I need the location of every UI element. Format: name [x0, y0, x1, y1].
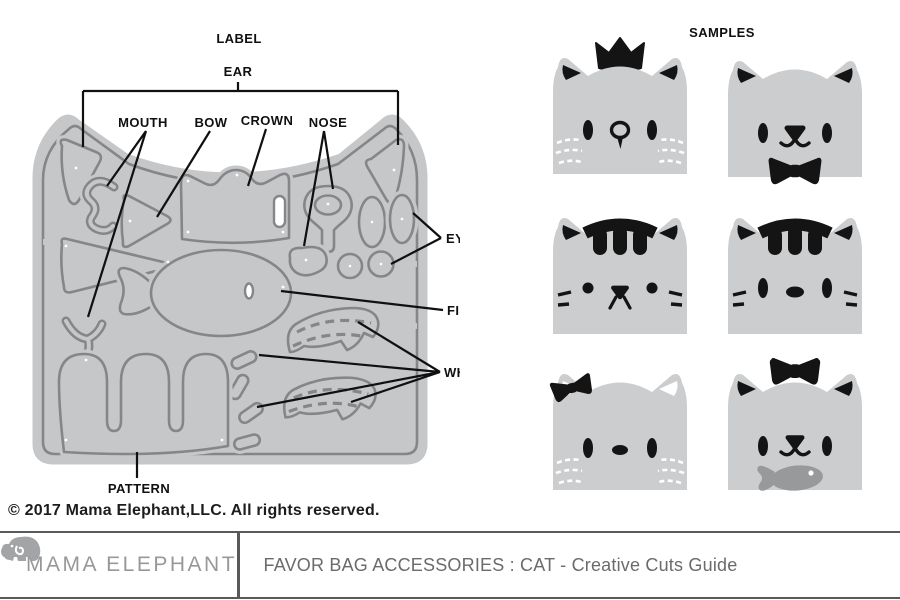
label-whiskers: WHISKERS	[444, 365, 460, 380]
crown-pointer-line	[246, 128, 268, 187]
nose-stem	[617, 137, 623, 149]
die-cut-diagram: LABEL EAR MOUTH BOW CROWN NOSE EYES FISH…	[32, 31, 460, 496]
eye-left	[583, 120, 593, 140]
pin-dots	[64, 166, 404, 442]
label-pattern: PATTERN	[108, 481, 170, 496]
die-whisker-strip-1	[283, 303, 383, 357]
sample-cat-ear-bow	[549, 372, 687, 490]
samples-title: SAMPLES	[689, 25, 755, 40]
sample-cat-bow-fish	[728, 358, 862, 491]
die-whisker-pill-4	[233, 433, 261, 450]
label-nose: NOSE	[309, 115, 347, 130]
brand-logo: MAMA ELEPHANT	[0, 536, 238, 577]
label-label: LABEL	[216, 31, 261, 46]
head-pattern-accessory	[585, 225, 655, 256]
sample-cat-pattern-ovals	[728, 218, 862, 334]
whiskers-pointer-line	[256, 321, 441, 409]
eye-right	[822, 436, 832, 456]
die-fish	[114, 245, 296, 341]
label-eyes: EYES	[446, 231, 460, 246]
eye-left	[583, 438, 593, 458]
die-label-slot	[272, 194, 287, 229]
eye-right	[647, 438, 657, 458]
nose-pointer-line	[302, 130, 335, 247]
label-fish: FISH	[447, 303, 460, 318]
mouth-legs	[608, 295, 632, 310]
ear-bracket-line	[81, 82, 400, 147]
copyright-text: © 2017 Mama Elephant,LLC. All rights res…	[8, 502, 380, 519]
elephant-icon	[1, 536, 41, 562]
fish-eye	[808, 470, 814, 476]
die-crown	[176, 165, 294, 248]
bow-pointer-line	[156, 130, 211, 218]
die-ear-left	[56, 135, 106, 209]
eye-left	[758, 123, 768, 143]
die-mouth-curl	[79, 173, 122, 238]
die-pattern	[54, 349, 233, 459]
nose	[612, 445, 628, 455]
sample-cat-bowtie	[728, 61, 862, 185]
crown-accessory	[595, 37, 645, 72]
nose	[786, 286, 804, 298]
eye-left	[758, 278, 768, 298]
brand-name: MAMA ELEPHANT	[26, 553, 238, 576]
label-ear: EAR	[224, 64, 253, 79]
fish-accessory	[757, 465, 823, 491]
samples-panel: SAMPLES	[549, 25, 862, 491]
die-nose-balloon	[299, 181, 357, 257]
footer-title: FAVOR BAG ACCESSORIES : CAT - Creative C…	[263, 554, 738, 575]
label-bow: BOW	[195, 115, 228, 130]
sample-cat-crown	[553, 37, 687, 174]
eye-right	[647, 120, 657, 140]
label-mouth: MOUTH	[118, 115, 168, 130]
fish-eye-slot	[243, 282, 255, 300]
footer-divider	[237, 533, 240, 597]
die-nose	[285, 242, 332, 280]
eye-right	[646, 282, 658, 294]
mouth-pointer-line	[86, 130, 148, 318]
eye-left	[758, 436, 768, 456]
eye-left	[582, 282, 594, 294]
sample-cat-pattern-dots	[553, 218, 687, 334]
eye-right	[822, 123, 832, 143]
head-pattern-accessory	[760, 225, 830, 256]
annotation-lines	[81, 82, 444, 478]
label-crown: CROWN	[241, 113, 294, 128]
eyes-pointer-line	[390, 212, 442, 265]
eye-right	[822, 278, 832, 298]
fish-pointer-line	[280, 289, 444, 312]
footer-bar: MAMA ELEPHANT FAVOR BAG ACCESSORIES : CA…	[0, 531, 900, 599]
